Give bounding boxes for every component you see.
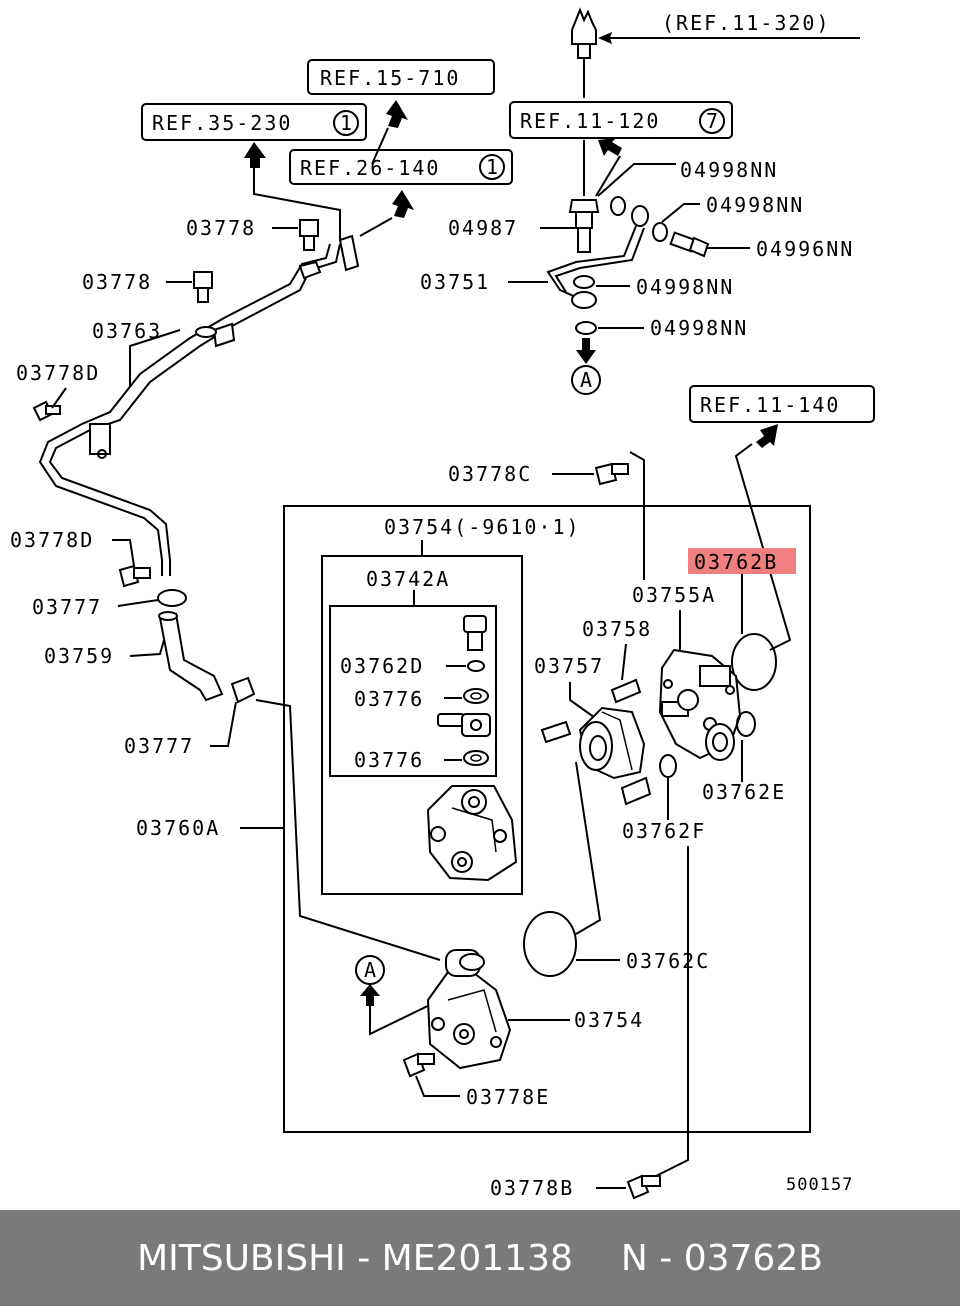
ref-26-140-box [289,149,513,185]
ref-35-230-box [141,103,367,141]
vane-03758 [610,678,642,704]
bolt-03778-a [299,219,319,251]
label-03778c: 03778C [448,462,532,486]
sensor-part [571,7,597,98]
label-03778b: 03778B [490,1176,574,1200]
o-ring-03762b [731,633,777,691]
label-04996nn: 04996NN [756,237,854,261]
rotor-housing [578,706,646,780]
o-ring-03762f [659,754,677,778]
marker-a-bottom: A [364,958,378,982]
label-03762e: 03762E [702,780,786,804]
o-ring-03762e [736,711,756,737]
bolt-03778-b [193,271,213,303]
vacuum-pump-inner [426,785,518,882]
bolt-03778d-a [32,400,61,422]
vane-03757 [540,720,572,744]
bolt-03778d-b [118,564,151,588]
vacuum-pipe-03763 [38,234,360,576]
bolt-03742a [463,615,487,651]
label-04998nn-c: 04998NN [636,275,734,299]
parts-diagram: (REF.11-320) REF.15-710 REF.35-230 1 REF… [10,7,875,1200]
label-03755a: 03755A [632,583,716,607]
ref-35-230-label: REF.35-230 [152,111,292,135]
ref-26-140-label: REF.26-140 [300,156,440,180]
label-03778e: 03778E [466,1085,550,1109]
diagram-number: 500157 [786,1175,853,1195]
hose-03759 [158,611,224,702]
label-03778-a: 03778 [186,216,256,240]
marker-a-top: A [580,368,594,392]
pump-body-03755a [658,648,742,761]
reference-code: N - 03762B [620,1237,823,1279]
bolt-03778b [626,1174,661,1200]
label-03751: 03751 [420,270,490,294]
label-03754: 03754 [574,1008,644,1032]
label-03778d-a: 03778D [16,361,100,385]
label-03757: 03757 [534,654,604,678]
arrows [244,100,778,1006]
label-04998nn-d: 04998NN [650,316,748,340]
label-03754-top: 03754(-9610·1) [384,515,581,539]
ref-11-140-box [689,385,875,423]
ref-15-710-label: REF.15-710 [320,66,460,90]
banjo-bolt-04987 [568,140,600,253]
o-ring-03762c [523,911,577,977]
label-03776-b: 03776 [354,748,424,772]
label-03742a: 03742A [366,567,450,591]
label-03762f: 03762F [622,819,706,843]
label-03776-a: 03776 [354,687,424,711]
vane-lower [620,776,652,806]
label-03759: 03759 [44,644,114,668]
assembly-box [283,505,811,1133]
ref-15-710-box [307,59,495,95]
union-fitting [437,713,491,737]
label-03760a: 03760A [136,816,220,840]
label-03762d: 03762D [340,654,424,678]
ref-35-230-number: 1 [340,111,354,135]
footer-bar: MITSUBISHI - ME201138 N - 03762B [0,1210,960,1306]
ref-11-120-label: REF.11-120 [520,109,660,133]
label-03762c: 03762C [626,949,710,973]
ref-26-140-number: 1 [486,155,500,179]
label-03777-b: 03777 [124,734,194,758]
label-03762b: 03762B [694,550,778,574]
brand-part-number: MITSUBISHI - ME201138 [137,1237,573,1279]
bolt-03778e [402,1052,435,1078]
label-03758: 03758 [582,617,652,641]
highlight-03762b [688,548,796,574]
label-04998nn-a: 04998NN [680,158,778,182]
label-03778-b: 03778 [82,270,152,294]
ref-11-320-label: (REF.11-320) [662,11,831,35]
ref-11-120-number: 7 [706,109,720,133]
label-03763: 03763 [92,319,162,343]
label-04998nn-b: 04998NN [706,193,804,217]
vacuum-pump-03754 [426,949,512,1070]
label-04987: 04987 [448,216,518,240]
label-03778d-b: 03778D [10,528,94,552]
bolt-04996nn [669,231,710,258]
bolt-03778c [594,462,629,486]
ref-11-140-label: REF.11-140 [700,393,840,417]
label-03777-a: 03777 [32,595,102,619]
ref-11-120-box [509,101,733,139]
